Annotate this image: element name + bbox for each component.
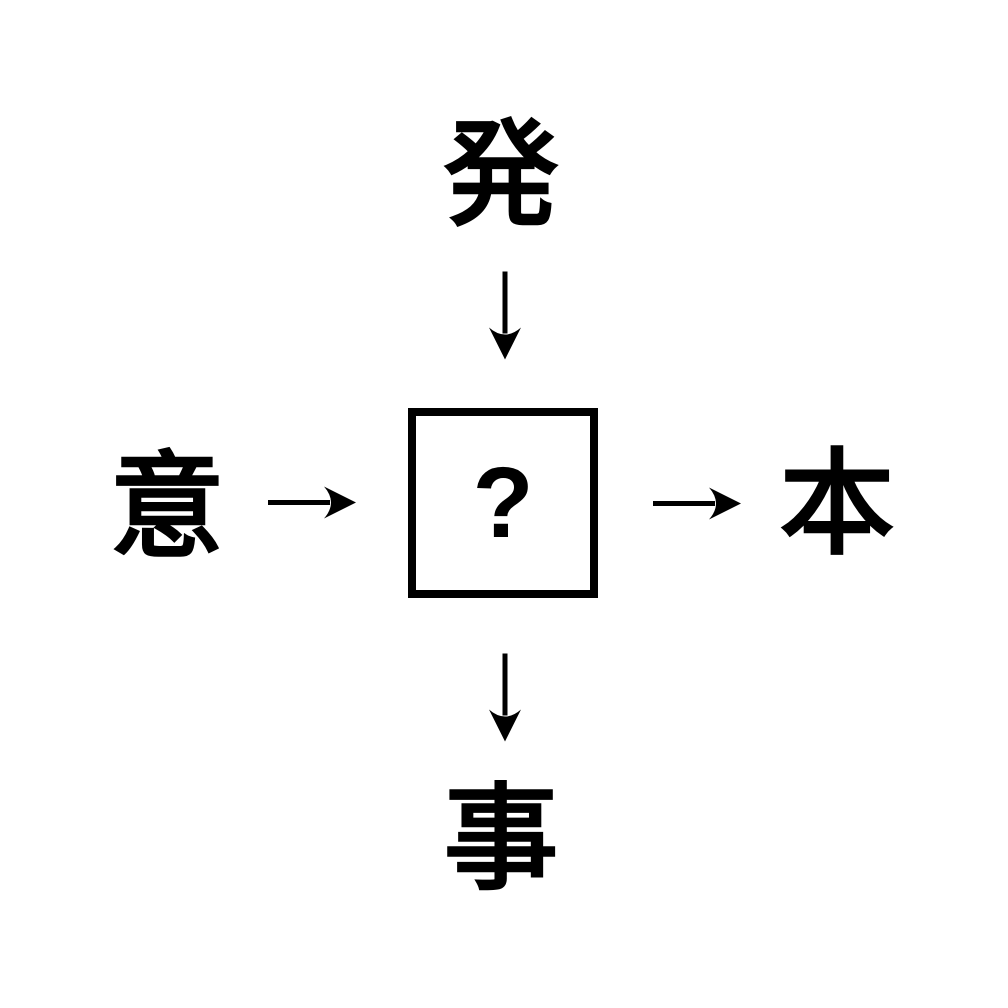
arrow-right-icon	[268, 481, 356, 530]
kanji-bottom: 事	[443, 775, 559, 904]
arrow-down-icon	[483, 271, 527, 365]
kanji-top: 発	[443, 111, 559, 240]
answer-box: ?	[408, 408, 598, 598]
kanji-right: 本	[779, 440, 895, 569]
question-mark: ?	[472, 447, 534, 559]
arrow-right-icon	[653, 482, 741, 531]
arrow-down-icon	[483, 653, 527, 747]
kanji-left: 意	[109, 443, 225, 572]
